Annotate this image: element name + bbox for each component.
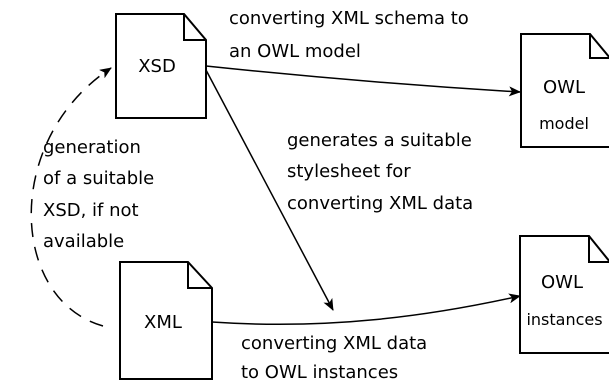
edge-xsd-to-xml bbox=[205, 69, 334, 311]
edge-label-stylesheet-line1: generates a suitable bbox=[287, 130, 472, 151]
owl-model-document-shape bbox=[520, 33, 609, 148]
edge-label-generation-line1: generation bbox=[43, 137, 141, 158]
xml-label: XML bbox=[144, 312, 182, 333]
edge-label-instances-line1: converting XML data bbox=[241, 333, 428, 354]
owl-instances-label-line2: instances bbox=[526, 310, 603, 329]
edge-label-stylesheet-line3: converting XML data bbox=[287, 193, 474, 214]
edge-label-generation-line3: XSD, if not bbox=[43, 200, 139, 221]
edge-label-schema-line1: converting XML schema to bbox=[229, 8, 469, 29]
edge-xsd-to-owl-model bbox=[205, 65, 521, 97]
edge-label-generation-line4: available bbox=[43, 231, 125, 252]
edge-label-generation-line2: of a suitable bbox=[43, 168, 155, 189]
edge-xml-to-owl-instances bbox=[211, 293, 521, 325]
owl-model-label-line2: model bbox=[539, 114, 589, 133]
edge-label-stylesheet-line2: stylesheet for bbox=[287, 161, 411, 182]
owl-model-label-line1: OWL bbox=[543, 77, 585, 98]
xsd-label: XSD bbox=[138, 56, 176, 77]
xsd-document-shape bbox=[115, 13, 207, 119]
xml-document-shape bbox=[119, 261, 213, 380]
owl-instances-label-line1: OWL bbox=[541, 272, 583, 293]
edge-label-instances-line2: to OWL instances bbox=[241, 362, 399, 383]
owl-instances-document-shape bbox=[519, 235, 609, 354]
edge-label-schema-line2: an OWL model bbox=[229, 41, 361, 62]
edge-xml-to-xsd-dashed bbox=[30, 67, 112, 327]
